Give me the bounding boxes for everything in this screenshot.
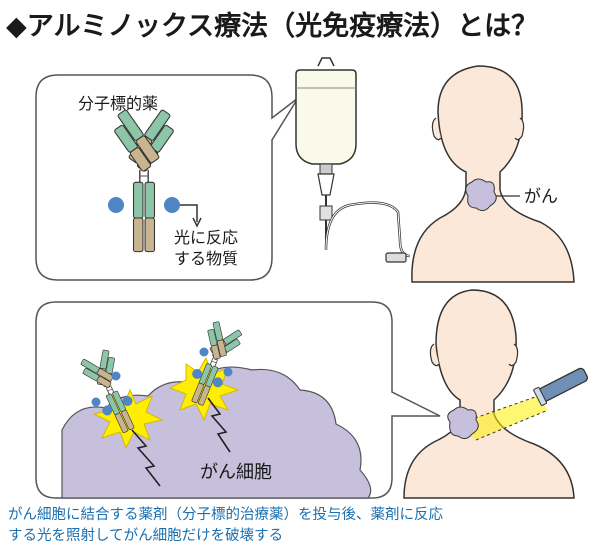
light-reactive-label-2: する物質 [174, 249, 238, 268]
light-reactive-label-1: 光に反応 [174, 228, 238, 247]
caption-line-2: する光を照射してがん細胞だけを破壊する [8, 528, 284, 544]
cancer-label: がん [524, 187, 558, 207]
light-beam [458, 396, 548, 440]
caption-line-1: がん細胞に結合する薬剤（分子標的治療薬）を投与後、薬剤に反応 [8, 507, 443, 523]
light-device [533, 367, 588, 406]
antibody-callout-bubble [35, 74, 299, 281]
iv-drip-bag [295, 57, 411, 263]
dye-dot-left [108, 197, 124, 213]
pointer-arrow [180, 204, 198, 222]
patient-figure-bottom [403, 289, 575, 499]
antibody-drug-label: 分子標的薬 [78, 94, 158, 113]
tumor-top [465, 178, 497, 212]
page-title: ◆アルミノックス療法（光免疫療法）とは？ [6, 11, 539, 42]
cancer-cell-label: がん細胞 [200, 462, 272, 483]
patient-figure-top [411, 65, 575, 283]
lightning-bolts [131, 397, 231, 487]
dye-dot-right [164, 197, 180, 213]
caption: がん細胞に結合する薬剤（分子標的治療薬）を投与後、薬剤に反応 する光を照射してが… [8, 505, 594, 547]
tumor-bottom [447, 406, 479, 440]
